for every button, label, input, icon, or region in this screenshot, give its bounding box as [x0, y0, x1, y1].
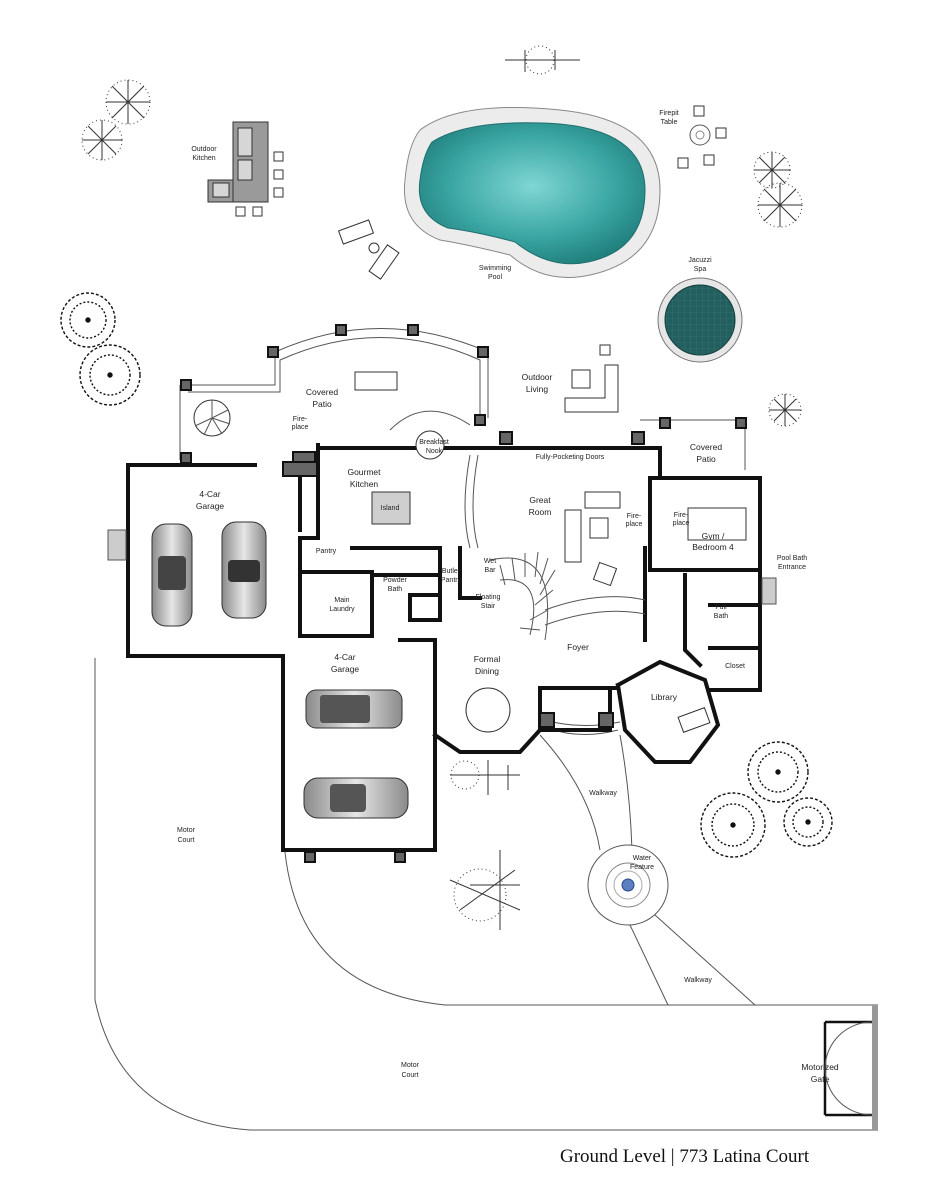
car: [305, 689, 403, 729]
swimming-pool[interactable]: [403, 107, 661, 278]
column: [477, 346, 489, 358]
column: [499, 431, 513, 445]
tree-cluster: [60, 292, 833, 858]
tree: [747, 741, 809, 803]
floating-stair[interactable]: [489, 551, 646, 641]
label-closet: Closet: [725, 663, 745, 670]
column: [539, 712, 555, 728]
palm: [450, 760, 520, 795]
label-foyer: Foyer: [567, 642, 589, 652]
cars: [151, 521, 409, 819]
label-pocket-doors: Fully-Pocketing Doors: [536, 454, 605, 461]
gate-post: [872, 1005, 878, 1130]
tree: [60, 292, 116, 348]
label-fireplace-great: Fire-place: [626, 513, 643, 528]
house-walls: [126, 443, 762, 852]
label-walkway-upper: Walkway: [589, 790, 617, 797]
column: [598, 712, 614, 728]
palm: [81, 119, 123, 161]
label-pantry: Pantry: [316, 548, 337, 555]
palm: [449, 850, 521, 930]
column: [394, 851, 406, 863]
label-fireplace-patio: Fire-place: [292, 416, 309, 431]
label-gym-bedroom: Gym /Bedroom 4: [692, 531, 734, 552]
lounge-chairs: [337, 219, 400, 280]
motor-court-driveway: [94, 658, 878, 1131]
label-fireplace-gym: Fire-place: [673, 512, 690, 527]
car: [151, 523, 193, 627]
garage-side-step: [107, 529, 127, 561]
car: [303, 777, 409, 819]
column: [474, 414, 486, 426]
column: [180, 379, 192, 391]
covered-patio: [179, 328, 746, 470]
column: [335, 324, 347, 336]
car: [221, 521, 267, 619]
column: [304, 851, 316, 863]
tree: [700, 792, 766, 858]
palm: [105, 79, 151, 125]
tree: [79, 344, 141, 406]
tree: [783, 797, 833, 847]
column: [631, 431, 645, 445]
outdoor-kitchen[interactable]: [207, 121, 284, 217]
palm: [505, 45, 580, 75]
palm: [753, 151, 791, 189]
palm: [768, 393, 802, 427]
dining-tables: [354, 371, 511, 733]
pool-bath-step: [761, 577, 777, 605]
motorized-gate[interactable]: [823, 1020, 873, 1117]
plan-title: Ground Level | 773 Latina Court: [560, 1146, 810, 1167]
column: [735, 417, 747, 429]
column: [407, 324, 419, 336]
spiral-stair[interactable]: [193, 399, 231, 437]
column: [282, 461, 318, 477]
column: [180, 452, 192, 464]
palm-cluster: [81, 45, 803, 930]
column: [267, 346, 279, 358]
label-walkway-lower: Walkway: [684, 977, 712, 984]
outdoor-living-furniture: [564, 344, 619, 413]
great-room-furniture: [564, 491, 747, 733]
label-library: Library: [651, 692, 678, 702]
firepit-table[interactable]: [677, 105, 727, 169]
jacuzzi-spa[interactable]: [657, 277, 743, 363]
palm: [757, 182, 803, 228]
column: [659, 417, 671, 429]
columns: [180, 324, 747, 863]
label-island: Island: [381, 505, 400, 512]
water-feature[interactable]: [587, 844, 669, 926]
